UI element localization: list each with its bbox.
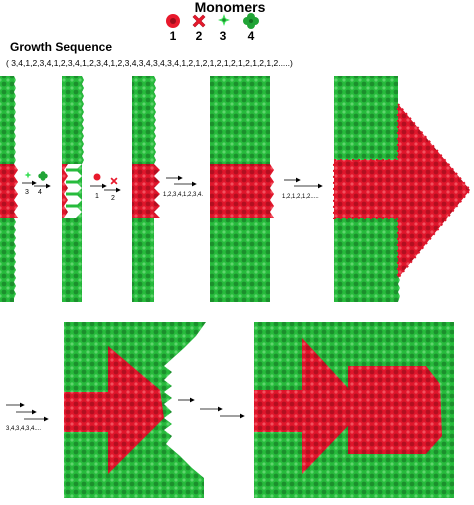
step-1-label-a: 3 — [25, 189, 29, 196]
monomer-1-label: 1 — [170, 29, 177, 43]
stage-1-panel — [0, 76, 18, 302]
monomer-3-icon — [24, 171, 32, 179]
step-5-label: 3,4,3,4,3,4.... — [6, 426, 41, 432]
step-1-label-b: 4 — [38, 189, 42, 196]
stage-6-panel — [64, 322, 206, 498]
step-6-arrow — [178, 397, 245, 419]
step-3-label: 1,2,3,4,1,2,3,4. — [163, 192, 203, 198]
step-2-arrow: 1 2 — [90, 173, 121, 202]
growth-sequence-title: Growth Sequence — [10, 40, 112, 54]
monomer-3-icon — [218, 14, 230, 26]
monomer-4-label: 4 — [248, 29, 255, 43]
step-2-label-b: 2 — [111, 195, 115, 202]
monomer-4-icon — [243, 13, 259, 29]
monomer-2-icon — [110, 177, 118, 185]
step-4-label: 1,2,1,2,1,2..... — [282, 194, 319, 200]
step-2-label-a: 1 — [95, 193, 99, 200]
monomers-title: Monomers — [195, 0, 266, 15]
monomers-legend: Monomers 1 2 3 4 — [166, 0, 266, 43]
stage-3-panel — [132, 76, 160, 302]
stage-4-panel — [210, 76, 274, 302]
growth-sequence-text: ( 3,4,1,2,3,4,1,2,3,4,1,2,3,4,1,2,3,4,3,… — [6, 58, 293, 68]
step-5-arrow: 3,4,3,4,3,4.... — [6, 402, 49, 432]
stage-2-panel — [62, 76, 84, 302]
step-3-arrow: 1,2,3,4,1,2,3,4. — [163, 175, 203, 198]
monomer-1-icon — [93, 173, 101, 181]
stage-5-panel — [333, 76, 472, 302]
step-1-arrow: 3 4 — [22, 171, 51, 196]
step-4-arrow: 1,2,1,2,1,2..... — [282, 177, 323, 200]
stage-7-panel — [254, 322, 454, 498]
monomer-3-label: 3 — [220, 29, 227, 43]
monomer-1-icon — [166, 14, 180, 28]
monomer-2-label: 2 — [196, 29, 203, 43]
monomer-4-icon — [38, 171, 48, 181]
monomer-2-icon — [192, 14, 206, 28]
